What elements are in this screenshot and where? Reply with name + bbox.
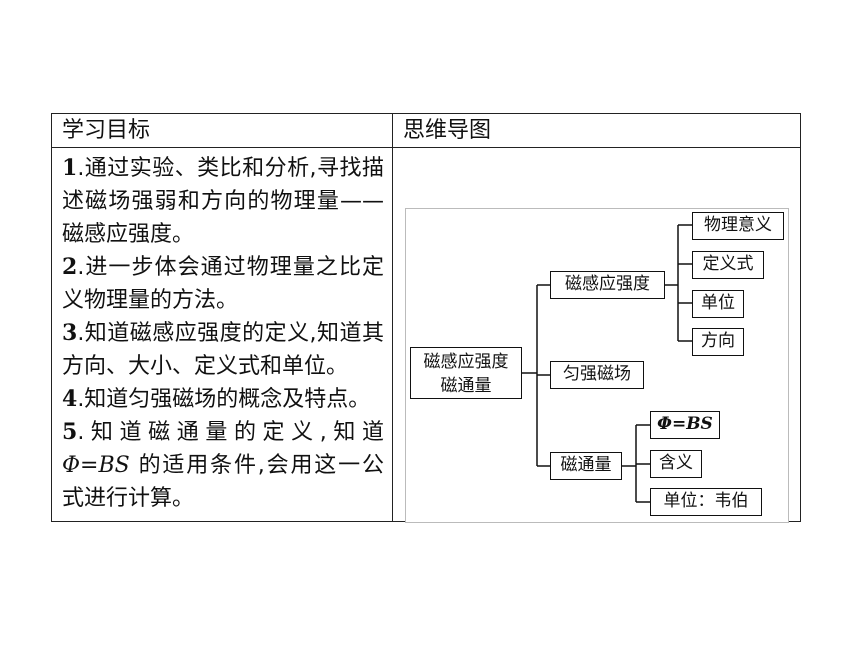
branch-uniform-field: 匀强磁场 [550,361,644,389]
goal-3: 3.知道磁感应强度的定义,知道其方向、大小、定义式和单位。 [62,320,384,379]
leaf-flux-formula: Φ=BS [650,411,720,439]
content-table: 学习目标 思维导图 1.通过实验、类比和分析,寻找描述磁场强弱和方向的物理量——… [51,113,801,523]
goal-2: 2.进一步体会通过物理量之比定义物理量的方法。 [62,254,384,313]
leaf-meaning: 含义 [650,450,702,478]
leaf-definition-formula: 定义式 [692,251,764,279]
mind-map-root: 磁感应强度 磁通量 [410,347,522,399]
mind-map: 磁感应强度 磁通量 磁感应强度 物理意义 定义式 单位 方向 匀强磁场 磁通量 … [405,208,789,523]
mind-map-cell: 磁感应强度 磁通量 磁感应强度 物理意义 定义式 单位 方向 匀强磁场 磁通量 … [392,147,801,523]
branch-magnetic-flux: 磁通量 [550,452,622,480]
goal-5: 5.知道磁通量的定义,知道 Φ=BS 的适用条件,会用这一公式进行计算。 [62,419,384,511]
header-learning-goals: 学习目标 [51,113,393,148]
goal-1: 1.通过实验、类比和分析,寻找描述磁场强弱和方向的物理量——磁感应强度。 [62,155,384,247]
learning-goals-cell: 1.通过实验、类比和分析,寻找描述磁场强弱和方向的物理量——磁感应强度。 2.进… [51,147,393,522]
goal-4: 4.知道匀强磁场的概念及特点。 [62,386,371,412]
mind-map-connectors [522,224,692,503]
leaf-unit-weber: 单位：韦伯 [650,488,762,516]
leaf-unit: 单位 [692,290,744,318]
leaf-physical-meaning: 物理意义 [692,212,784,240]
formula-phi-bs: Φ=BS [62,453,130,478]
leaf-direction: 方向 [692,328,744,356]
header-mind-map: 思维导图 [392,113,801,148]
branch-magnetic-induction: 磁感应强度 [550,271,665,299]
